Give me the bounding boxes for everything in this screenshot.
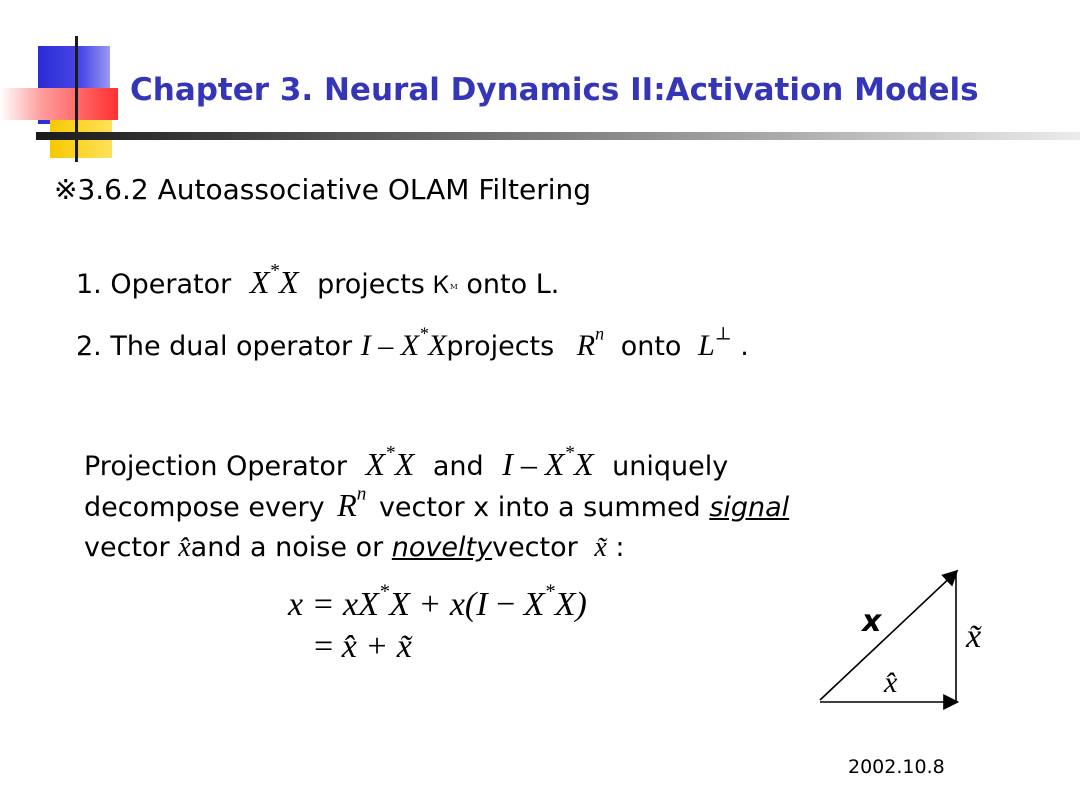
list-item-2-number: 2. — [76, 331, 102, 362]
paragraph-line-1: Projection Operator X*X and I – X*X uniq… — [84, 442, 729, 482]
slide-date: 2002.10.8 — [848, 756, 945, 778]
hypotenuse-vector — [819, 569, 959, 701]
paragraph-line-3: vector x̂and a noise or noveltyvector x̃… — [84, 532, 625, 563]
list-item-1: 1. Operator X*X projects Ꮶᴹ onto L. — [76, 260, 560, 307]
diagram-label-xtilde: x̃ — [966, 618, 982, 655]
paragraph-line-2: decompose every Rn vector x into a summe… — [84, 483, 790, 523]
section-heading: ※3.6.2 Autoassociative OLAM Filtering — [54, 173, 592, 206]
vector-triangle-diagram — [819, 569, 960, 710]
header-vertical-line — [75, 36, 78, 162]
operator-xstarx-1: X*X — [249, 260, 299, 300]
operator-xstarx-2: X*X — [365, 442, 415, 482]
l-perp: L⊥ — [698, 323, 732, 362]
x-hat: x̂ — [178, 532, 191, 563]
x-tilde: x̃ — [594, 532, 607, 563]
diagram-label-x: x — [862, 604, 882, 639]
garbled-symbol: Ꮶᴹ — [433, 271, 458, 299]
header-horizontal-rule — [36, 132, 1080, 140]
list-item-1-projects: projects — [317, 269, 425, 300]
list-item-2-period: . — [740, 331, 749, 362]
diagram-label-xhat: x̂ — [884, 666, 898, 699]
equation-line-1: x = xX*X + x(I − X*X) — [288, 580, 587, 623]
list-item-1-suffix: onto L. — [466, 269, 560, 300]
list-item-1-prefix: Operator — [110, 269, 232, 300]
slide-title: Chapter 3. Neural Dynamics II:Activation… — [130, 72, 979, 108]
operator-i-minus: I – X*X — [502, 442, 594, 482]
header-red-band — [0, 88, 118, 120]
space-rn-2: Rn — [337, 483, 367, 523]
list-item-1-number: 1. — [76, 269, 102, 300]
list-item-2-projects: projects — [446, 331, 555, 362]
list-item-2-onto: onto — [620, 331, 682, 362]
dual-operator: I – X*X — [360, 323, 447, 362]
list-item-2-prefix: The dual operator — [110, 331, 353, 362]
equation-line-2: = x̂ + x̃ — [314, 628, 412, 665]
list-item-2: 2. The dual operator I – X*Xprojects Rn … — [76, 323, 749, 365]
space-rn: Rn — [576, 323, 605, 362]
